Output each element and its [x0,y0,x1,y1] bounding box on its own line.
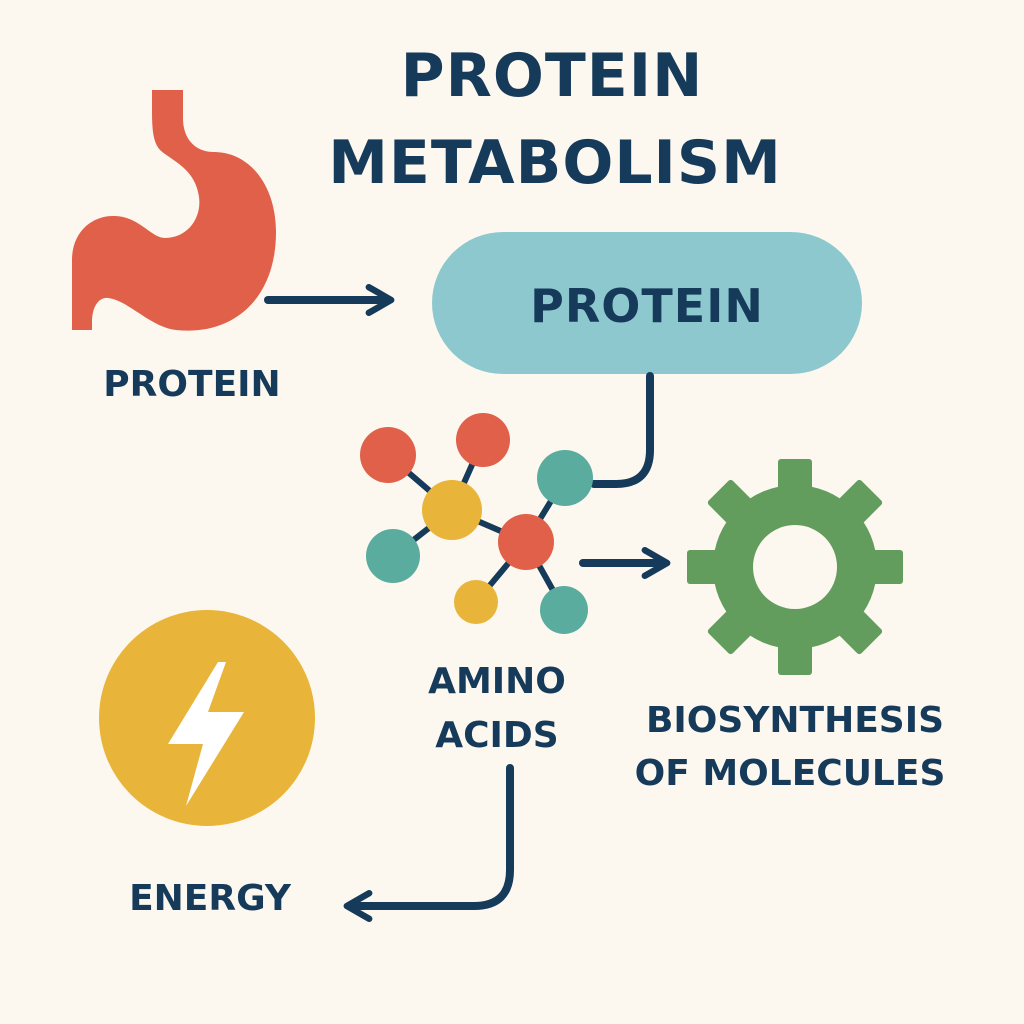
molecule-icon [360,413,593,634]
amino-acids-label-line-2: ACIDS [435,715,559,756]
biosynthesis-label-line-1: BIOSYNTHESIS [646,700,944,741]
title-line-2: METABOLISM [328,128,782,198]
title-line-1: PROTEIN [401,41,704,111]
amino-acids-label-line-1: AMINO [428,661,566,702]
dietary-protein-label: PROTEIN [103,364,280,405]
energy-label: ENERGY [129,878,292,919]
biosynthesis-label-line-2: OF MOLECULES [635,753,946,794]
lightning-bolt-icon [99,610,315,826]
gear-icon [687,459,903,675]
arrow-amino-acids-to-energy [343,764,514,922]
stomach-icon [72,90,276,331]
connector-protein-to-amino-acids [590,372,654,488]
protein-pill [432,232,862,374]
protein-pill-label: PROTEIN [530,279,764,333]
